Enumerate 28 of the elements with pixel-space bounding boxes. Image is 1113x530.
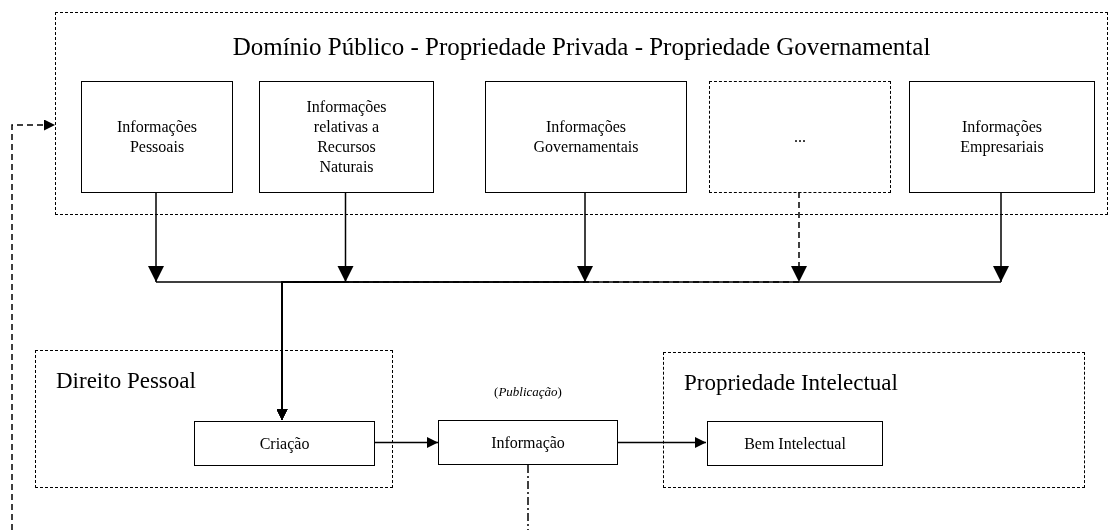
arrow (373, 437, 439, 448)
box-text: Informações relativas a Recursos Naturais (305, 97, 388, 177)
group-title: Propriedade Intelectual (684, 369, 898, 397)
box-text: Informações Pessoais (116, 117, 198, 157)
group-title: Domínio Público - Propriedade Privada - Propriedade Governamental (231, 32, 932, 62)
process-box (485, 81, 687, 193)
group-frame (663, 352, 1085, 488)
box-text: Informações Governamentais (532, 117, 640, 157)
arrow (11, 119, 56, 530)
box-text: Informação (491, 432, 565, 453)
process-box (438, 420, 618, 465)
process-box (707, 421, 883, 466)
process-box (81, 81, 233, 193)
group-frame (55, 12, 1108, 215)
node-caption: (Publicação) (493, 383, 563, 401)
group-frame (35, 350, 393, 488)
connector-line (527, 464, 529, 530)
process-box (709, 81, 891, 193)
arrow (276, 191, 1009, 421)
process-box (259, 81, 434, 193)
arrow (617, 437, 707, 448)
box-text: Informações Empresariais (959, 117, 1045, 157)
group-title: Direito Pessoal (56, 367, 196, 395)
box-text: Criação (259, 433, 310, 454)
process-box (194, 421, 375, 466)
process-box (909, 81, 1095, 193)
box-text: Bem Intelectual (744, 433, 846, 454)
box-text: ... (794, 127, 806, 147)
